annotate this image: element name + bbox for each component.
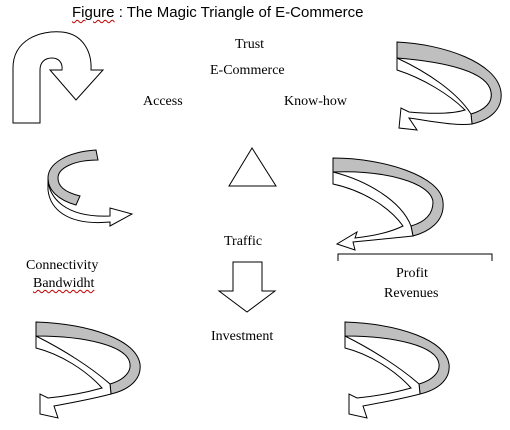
label-ecommerce: E-Commerce bbox=[210, 63, 285, 78]
label-trust: Trust bbox=[235, 37, 265, 52]
curved-arrow-icon bbox=[396, 41, 502, 131]
curved-arrow-icon bbox=[35, 321, 141, 419]
label-connectivity: Connectivity bbox=[26, 258, 99, 273]
figure-title-rest: : The Magic Triangle of E-Commerce bbox=[114, 4, 364, 21]
down-block-arrow-icon bbox=[217, 261, 277, 313]
label-investment: Investment bbox=[211, 329, 274, 344]
figure-title: Figure : The Magic Triangle of E-Commerc… bbox=[72, 4, 364, 21]
figure-title-word: Figure bbox=[72, 4, 115, 21]
label-bandwidth: Bandwidht bbox=[33, 276, 95, 291]
curved-arrow-icon bbox=[332, 157, 444, 251]
label-traffic: Traffic bbox=[224, 234, 263, 249]
label-access: Access bbox=[143, 94, 183, 109]
curved-arrow-icon bbox=[47, 149, 134, 227]
u-turn-arrow-icon bbox=[12, 31, 105, 124]
label-knowhow: Know-how bbox=[284, 94, 347, 109]
triangle-icon bbox=[228, 147, 277, 187]
curved-arrow-icon bbox=[344, 321, 450, 419]
label-revenues: Revenues bbox=[384, 286, 439, 301]
bracket-icon bbox=[337, 253, 493, 261]
label-profit: Profit bbox=[396, 266, 428, 281]
